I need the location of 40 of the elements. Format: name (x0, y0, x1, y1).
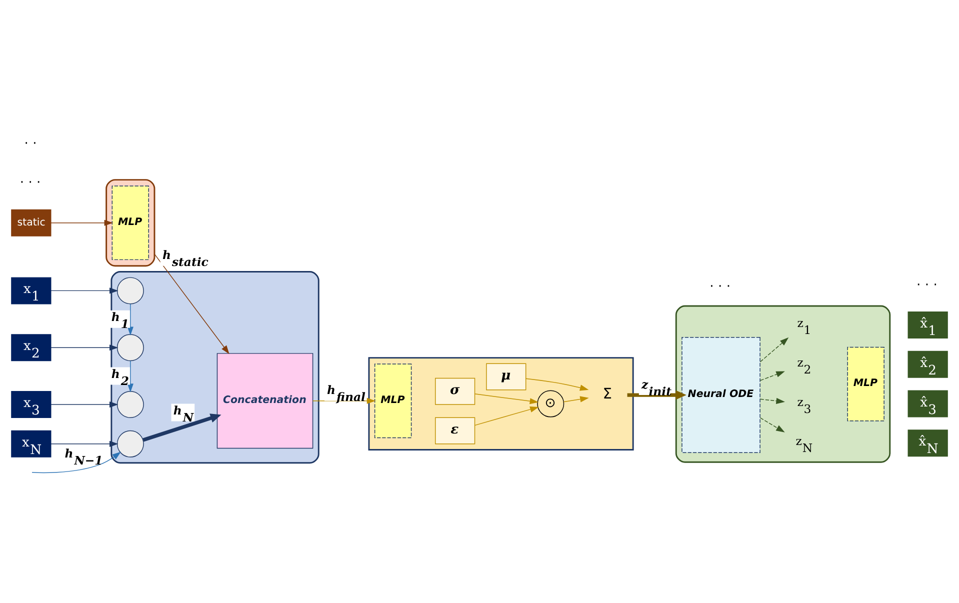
node-box: ε (435, 416, 476, 444)
node-circle (116, 430, 144, 457)
node-box: σ (435, 377, 476, 404)
cluster (368, 356, 634, 450)
arrow (760, 416, 785, 432)
arrow (50, 219, 114, 226)
node-circle (116, 390, 144, 418)
arrow (50, 440, 118, 446)
arrow (127, 360, 134, 392)
arrow (760, 397, 785, 404)
node-box: MLP (374, 363, 412, 438)
arrow (474, 406, 539, 426)
arrow (563, 396, 589, 402)
arrow (760, 336, 789, 362)
node-circle: ⊙ (537, 390, 564, 417)
arrow (142, 413, 222, 442)
cluster (106, 178, 156, 266)
arrow (154, 253, 230, 354)
node-box: Concatenation (216, 352, 314, 448)
arrow (50, 287, 118, 294)
arrow (627, 390, 686, 400)
arrow (50, 400, 118, 408)
node-text: Σ (602, 385, 612, 402)
node-box: MLP (847, 346, 884, 421)
arrow (760, 370, 785, 380)
node-box: static (11, 208, 52, 236)
label: · · · (20, 175, 41, 190)
label: · · · (916, 277, 938, 292)
arrow (474, 393, 539, 404)
arrow (526, 378, 589, 390)
arrow (127, 303, 134, 336)
node-circle (116, 334, 144, 361)
arrow (32, 451, 121, 473)
node-box: Neural ODE (682, 336, 760, 453)
node-box: MLP (112, 185, 149, 260)
arrow (50, 344, 118, 350)
node-box: μ (486, 362, 526, 390)
label: · · · (710, 278, 731, 294)
label: · · (24, 136, 37, 151)
node-circle (116, 276, 144, 304)
